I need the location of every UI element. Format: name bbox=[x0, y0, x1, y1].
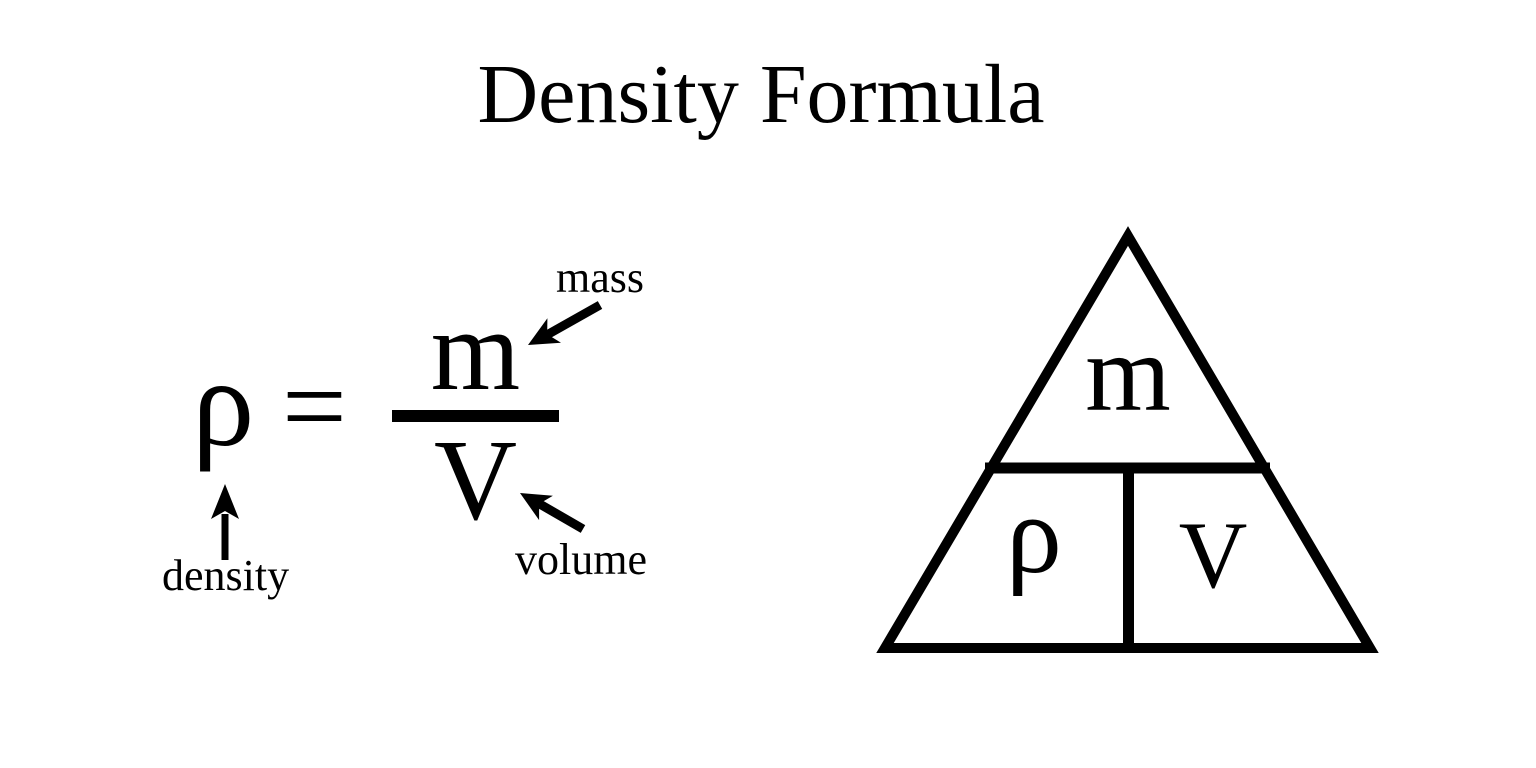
volume-label: volume bbox=[515, 535, 647, 584]
page-title: Density Formula bbox=[477, 48, 1045, 141]
triangle-volume-symbol: V bbox=[1178, 502, 1248, 608]
density-arrow-icon bbox=[211, 484, 239, 560]
mass-symbol: m bbox=[430, 287, 521, 414]
mass-arrow-icon bbox=[528, 301, 603, 345]
density-symbol: ρ bbox=[192, 335, 255, 473]
triangle-mass-symbol: m bbox=[1085, 312, 1171, 434]
triangle-density-symbol: ρ bbox=[1006, 473, 1062, 597]
equals-sign: = bbox=[282, 343, 347, 470]
volume-symbol: V bbox=[433, 417, 518, 544]
volume-arrow-icon bbox=[520, 493, 586, 533]
triangle-outline bbox=[876, 226, 1379, 653]
mass-label: mass bbox=[556, 253, 644, 302]
density-label: density bbox=[162, 551, 290, 600]
fraction-bar bbox=[392, 410, 559, 422]
formula-triangle bbox=[876, 226, 1379, 653]
